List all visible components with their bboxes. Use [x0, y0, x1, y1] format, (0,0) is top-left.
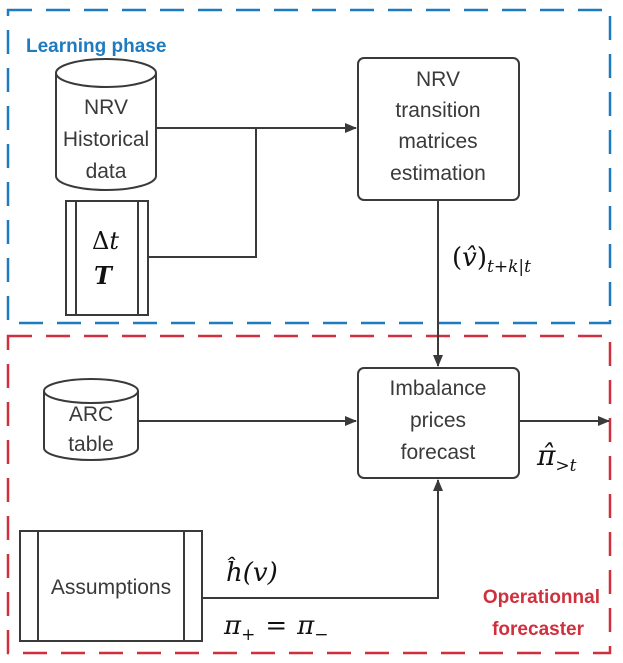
operational-label-line1: Operationnal — [483, 587, 600, 608]
learning-phase-label: Learning phase — [26, 36, 166, 57]
nrv-historical-data-cylinder: NRV Historical data — [55, 58, 157, 191]
param-delta-t: Δt — [92, 227, 119, 255]
transition-line1: NRV — [416, 68, 460, 91]
assumptions-label: Assumptions — [51, 576, 171, 599]
nrv-data-line1: NRV — [84, 96, 128, 119]
learning-phase-frame — [6, 8, 612, 325]
assumptions-box: Assumptions — [19, 530, 203, 642]
edge-assumptions-to-imbalance — [202, 479, 443, 599]
transition-line4: estimation — [390, 162, 486, 185]
connectors — [138, 123, 610, 599]
operational-label-line2: forecaster — [492, 619, 584, 640]
arc-line2: table — [68, 433, 114, 456]
pi-equality-label: π+=π− — [223, 611, 328, 645]
pi-hat-label: π̂>t — [536, 439, 577, 476]
arc-table-cylinder: ARC table — [43, 378, 139, 461]
imbalance-line2: prices — [410, 409, 466, 432]
transition-line3: matrices — [398, 130, 477, 153]
parameters-box: Δt T — [65, 200, 149, 316]
operational-phase-frame — [6, 334, 612, 655]
arc-line1: ARC — [69, 403, 113, 426]
h-hat-label: ĥ(v) — [226, 556, 278, 588]
edge-params-to-transition — [148, 128, 257, 258]
nrv-data-line3: data — [86, 160, 127, 183]
param-T: T — [94, 261, 114, 290]
v-hat-label: (v̂)t+k|t — [452, 243, 531, 277]
imbalance-line1: Imbalance — [390, 377, 487, 400]
nrv-data-line2: Historical — [63, 128, 149, 151]
imbalance-line3: forecast — [401, 441, 476, 464]
transition-line2: transition — [395, 99, 480, 122]
imbalance-forecast-box: Imbalance prices forecast — [357, 367, 520, 479]
transition-estimation-box: NRV transition matrices estimation — [357, 57, 520, 201]
